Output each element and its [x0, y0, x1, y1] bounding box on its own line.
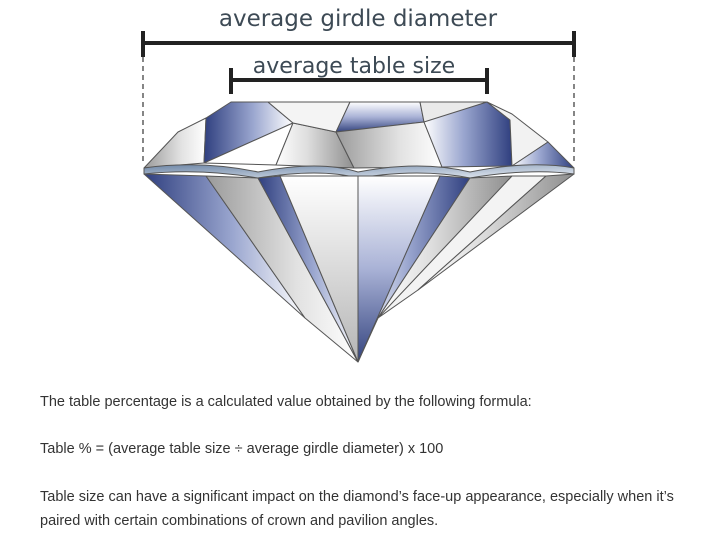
girdle-extension-lines: [142, 57, 575, 165]
diamond-diagram: average girdle diameter average table si…: [141, 6, 576, 363]
table-dimension-line: [229, 68, 489, 94]
table-size-label: average table size: [253, 54, 455, 79]
table-percentage-intro: The table percentage is a calculated val…: [40, 394, 532, 410]
diamond-crown: [143, 101, 575, 169]
table-size-impact-text: Table size can have a significant impact…: [40, 489, 674, 529]
diamond-pavilion: [143, 173, 575, 363]
table-percentage-formula: Table % = (average table size ÷ average …: [40, 441, 444, 457]
girdle-diameter-label: average girdle diameter: [219, 6, 498, 32]
girdle-dimension-line: [141, 31, 576, 57]
pavilion-facet: [417, 173, 575, 291]
crown-facet: [143, 117, 207, 169]
